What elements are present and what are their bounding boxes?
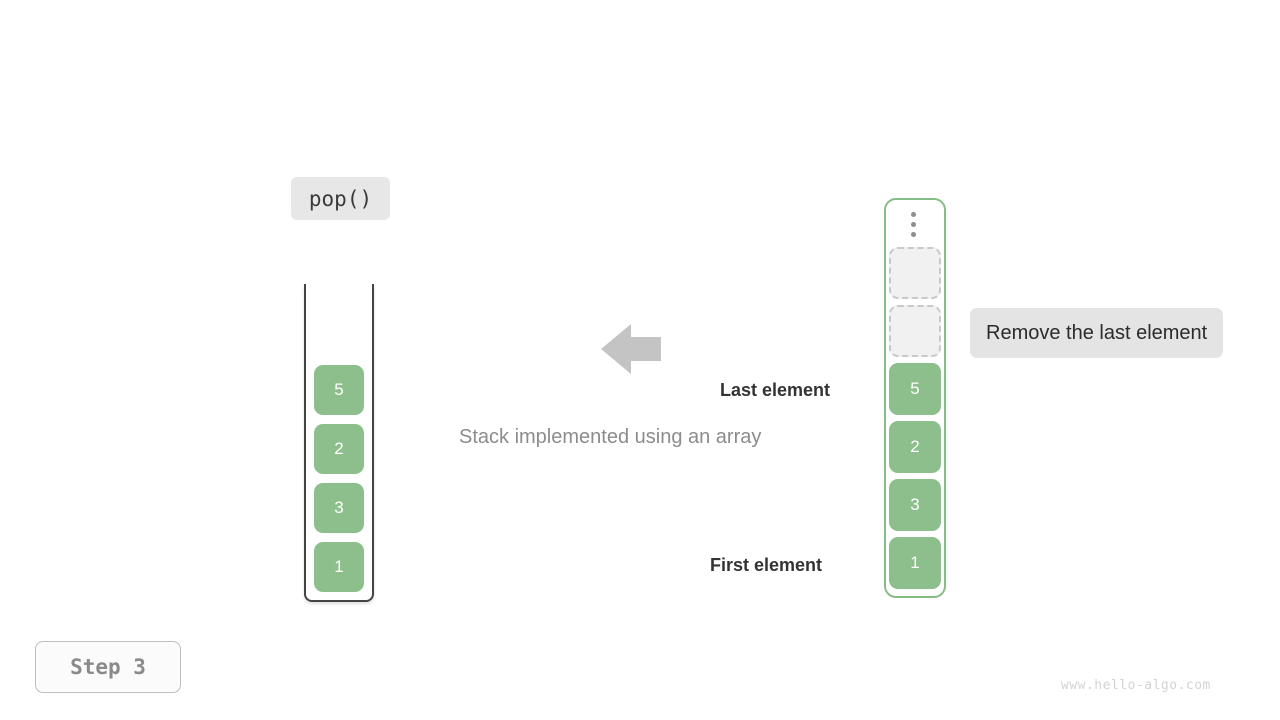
note-label: Remove the last element (970, 308, 1224, 358)
array-slot: 2 (889, 421, 941, 473)
array-slot-empty (889, 247, 941, 299)
figure-caption: Stack implemented using an array (459, 426, 762, 448)
step-badge: Step 3 (35, 641, 181, 693)
left-arrow-icon (601, 318, 661, 380)
vertical-ellipsis-icon (910, 212, 917, 237)
stack-cell: 2 (314, 424, 364, 474)
ellipsis-dot (911, 232, 916, 237)
stack-cell: 1 (314, 542, 364, 592)
array-slot: 5 (889, 363, 941, 415)
stack-cell-list: 5 2 3 1 (314, 365, 364, 592)
annotation-last-element: Last element (720, 380, 831, 400)
operation-label: pop() (291, 177, 390, 220)
ellipsis-dot (911, 212, 916, 217)
stack-cell: 5 (314, 365, 364, 415)
array-slot: 1 (889, 537, 941, 589)
watermark: www.hello-algo.com (1061, 678, 1211, 693)
annotation-first-element: First element (710, 555, 823, 575)
array-slot-list: 5 2 3 1 (889, 247, 941, 589)
array-slot: 3 (889, 479, 941, 531)
array-slot-empty (889, 305, 941, 357)
stack-cell: 3 (314, 483, 364, 533)
ellipsis-dot (911, 222, 916, 227)
